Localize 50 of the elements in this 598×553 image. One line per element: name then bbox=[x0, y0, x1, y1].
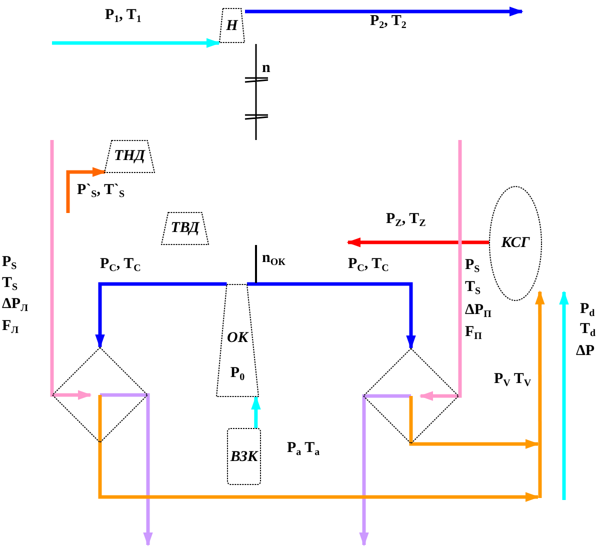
label: F$_{Л}$ bbox=[2, 319, 19, 336]
arrow bbox=[419, 140, 462, 401]
label: P$_{d}$ bbox=[580, 302, 595, 319]
label: P$_{S}$ bbox=[2, 255, 17, 272]
label: n$_{ОК}$ bbox=[262, 251, 286, 268]
arrow bbox=[100, 393, 153, 546]
label: P$_{a}$ T$_{a}$ bbox=[287, 441, 320, 458]
arrow bbox=[52, 38, 220, 48]
edge-label: P$_{2}$, T$_{2}$ bbox=[370, 14, 406, 31]
arrow bbox=[246, 282, 416, 350]
trapezoid-block bbox=[104, 140, 155, 173]
arrow bbox=[95, 282, 227, 348]
ellipse-block bbox=[489, 186, 542, 301]
arrow bbox=[66, 167, 106, 213]
edge-label: P$_{C}$, T$_{C}$ bbox=[100, 257, 141, 274]
arrow bbox=[409, 396, 540, 449]
heat-exchanger-diamond bbox=[363, 348, 459, 444]
node-label: Н bbox=[225, 19, 240, 34]
arrow bbox=[251, 396, 261, 428]
edge-label: P$_{Z}$, T$_{Z}$ bbox=[386, 212, 426, 229]
rect-block bbox=[227, 428, 261, 485]
arrow bbox=[245, 6, 524, 16]
edge-label: P$_{1}$, T$_{1}$ bbox=[105, 8, 142, 25]
node-label: КСГ bbox=[500, 236, 531, 251]
node-label: ВЗК bbox=[229, 450, 260, 465]
label: ΔP$_{П}$ bbox=[465, 303, 492, 320]
edge-label: P`$_{S}$, T`$_{S}$ bbox=[77, 183, 125, 200]
edge-label: P$_{C}$, T$_{C}$ bbox=[348, 257, 389, 274]
label: T$_{S}$ bbox=[465, 280, 481, 297]
node-label: ТНД bbox=[112, 149, 146, 164]
trapezoid-block bbox=[161, 212, 209, 245]
arrow bbox=[98, 395, 540, 502]
label: P$_{S}$ bbox=[465, 258, 480, 275]
label: n bbox=[262, 61, 270, 76]
node-label: ОК bbox=[226, 331, 250, 346]
trapezoid-block bbox=[219, 8, 245, 43]
arrow bbox=[346, 237, 489, 248]
arrow bbox=[50, 140, 92, 400]
arrow bbox=[359, 394, 411, 546]
node-label: P$_{0}$ bbox=[229, 366, 246, 383]
label: ΔP$_{Л}$ bbox=[2, 297, 28, 314]
node-label: ТВД bbox=[170, 221, 201, 236]
arrow bbox=[534, 290, 545, 498]
label: P$_{V}$ T$_{V}$ bbox=[494, 372, 532, 389]
label: T$_{d}$ bbox=[580, 322, 596, 339]
label: F$_{П}$ bbox=[465, 325, 482, 342]
label: ΔP bbox=[576, 344, 595, 359]
trapezoid-block bbox=[216, 284, 259, 397]
label: T$_{S}$ bbox=[2, 276, 18, 293]
heat-exchanger-diamond bbox=[52, 347, 148, 443]
